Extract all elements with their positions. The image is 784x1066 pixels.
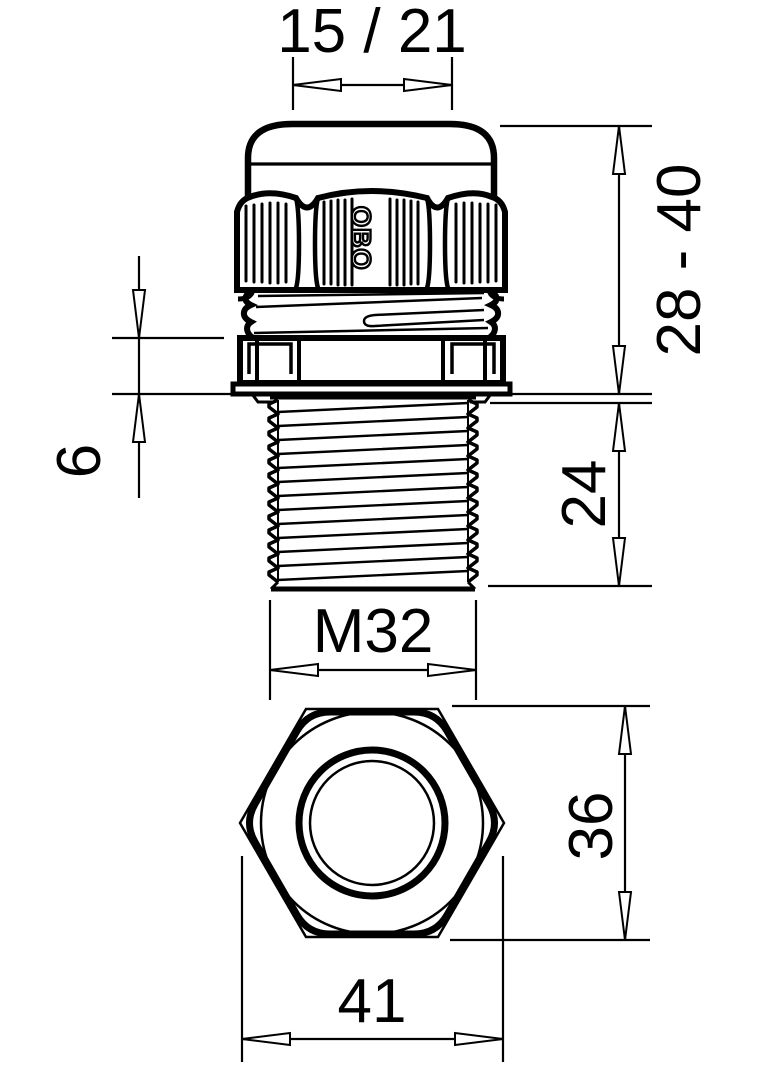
dim-label-thread-length: 24 — [550, 460, 619, 529]
thread-section — [267, 396, 479, 592]
hex-facet-insets — [247, 342, 496, 374]
hexagon-thin-outline — [238, 707, 506, 939]
thread-bottom-closers — [269, 580, 477, 591]
arrowheads — [611, 125, 627, 395]
seal-detail-lines — [253, 291, 489, 335]
dim-overall-height: 28 - 40 — [500, 124, 714, 396]
cap-knurl: OBO — [234, 188, 508, 302]
seal-section — [240, 288, 502, 341]
arrowheads — [611, 402, 627, 587]
dim-across-corners: 41 — [240, 856, 505, 1062]
arrowheads — [617, 705, 633, 941]
seal-clip-detail — [362, 308, 485, 328]
dim-collar-height: 6 — [45, 256, 232, 498]
dim-label-collar-height: 6 — [45, 444, 114, 478]
cap-dome — [244, 120, 498, 200]
thread-right-profile — [466, 398, 479, 584]
dome-outline — [244, 120, 498, 200]
brand-logo-text: OBO — [346, 206, 376, 271]
extension-lines — [268, 600, 478, 700]
extension-lines — [112, 336, 232, 396]
seal-left-edge — [240, 288, 259, 341]
arrowheads — [241, 1031, 504, 1047]
dim-label-clamping-range: 15 / 21 — [277, 0, 467, 66]
arrowheads — [131, 289, 147, 443]
knurl-outline — [234, 188, 508, 293]
hex-nut-side — [230, 335, 513, 404]
arrowheads — [292, 77, 453, 93]
dim-label-overall-height: 28 - 40 — [645, 163, 714, 356]
extension-lines — [488, 401, 652, 588]
side-view: OBO — [230, 120, 513, 592]
dim-thread-length: 24 — [488, 401, 652, 588]
seal-right-edge — [483, 288, 502, 341]
knurl-channel-lines — [293, 197, 451, 289]
extension-lines — [240, 856, 505, 1062]
bore-circle-thin — [308, 759, 436, 887]
hexagon-rounded-outline — [246, 708, 498, 938]
dim-label-across-flats: 36 — [557, 792, 626, 861]
dim-clamping-range: 15 / 21 — [277, 0, 467, 110]
knurl-ribs — [244, 197, 498, 287]
thread-crest-lines — [277, 401, 469, 582]
dim-across-flats: 36 — [450, 704, 650, 942]
dimensions: 15 / 21 28 - 40 6 24 M32 — [45, 0, 714, 1062]
arrowheads — [269, 662, 477, 678]
dim-thread-size: M32 — [268, 597, 478, 700]
chamfer-circle — [259, 710, 485, 936]
thread-left-profile — [267, 398, 280, 584]
bore-circle-thick — [295, 746, 449, 900]
hex-facet-lines — [255, 338, 487, 383]
dim-label-across-corners: 41 — [338, 967, 407, 1036]
flange — [230, 381, 513, 397]
dim-label-thread-size: M32 — [313, 597, 434, 666]
front-view — [238, 707, 506, 939]
extension-lines — [500, 124, 652, 396]
extension-lines — [291, 57, 454, 110]
extension-lines — [450, 704, 650, 942]
